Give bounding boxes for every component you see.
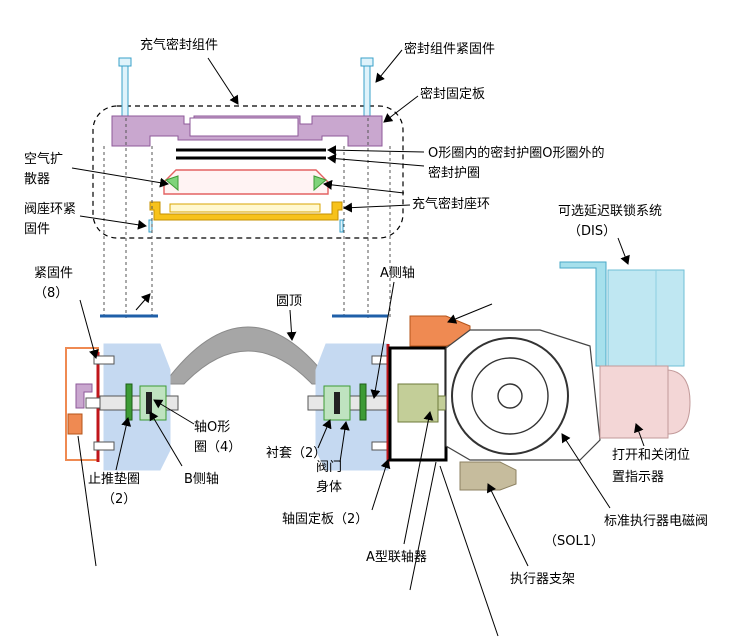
leader-o-ring-outer <box>327 153 425 167</box>
actuator-bottom-block <box>459 461 517 491</box>
air-diffuser-right <box>313 175 328 192</box>
left-bracket <box>75 383 93 409</box>
left-indicator-box <box>67 413 83 435</box>
leader-thrust-washer <box>115 417 132 471</box>
label-fastener-1: 紧固件 <box>34 266 73 281</box>
seal-assembly-fastener-right <box>360 57 374 119</box>
label-position-indicator-1: 打开和关闭位 <box>612 448 690 463</box>
left-bolt-bottom <box>93 441 115 451</box>
position-indicator-cap <box>667 369 691 435</box>
label-seal-retainer-plate: 密封固定板 <box>420 86 485 102</box>
label-b-side-shaft: B侧轴 <box>184 472 219 487</box>
seat-ring-inner <box>169 203 321 213</box>
dome <box>163 326 333 385</box>
label-a-side-shaft: A侧轴 <box>380 266 415 281</box>
label-position-indicator-2: 置指示器 <box>612 470 664 485</box>
leader-bottom-center <box>409 461 437 591</box>
coupling-side <box>437 395 447 411</box>
right-thrust-washer <box>359 383 367 421</box>
label-fastener-2: （8） <box>34 286 68 301</box>
a-side-shaft <box>307 395 399 411</box>
leader-shaft-oring <box>153 399 195 425</box>
label-inflatable-seat-ring: 充气密封座环 <box>412 196 490 212</box>
leader-actuator-top <box>447 303 493 324</box>
label-valve-body-2: 身体 <box>316 479 342 495</box>
label-a-coupling: A型联轴器 <box>366 550 427 565</box>
label-shaft-oring-2: 圈（4） <box>194 440 241 455</box>
right-shaft-oring <box>334 392 340 414</box>
leader-fastener-left <box>79 299 99 359</box>
dis-box <box>559 261 685 367</box>
seal-plate-white-window <box>189 117 299 137</box>
air-diffuser-left <box>164 175 179 192</box>
leader-air-diffuser-left <box>71 167 169 188</box>
leader-bottom-right <box>439 465 499 637</box>
leader-shaft-retainer <box>371 459 391 511</box>
label-thrust-washer-1: 止推垫圈 <box>88 471 140 487</box>
leader-seal-fastener <box>375 49 403 83</box>
b-shaft-bolt <box>85 397 101 409</box>
position-indicator-body <box>599 365 669 439</box>
label-seat-ring-fastener-1: 阀座环紧 <box>24 202 76 217</box>
leader-a-shaft <box>370 281 395 399</box>
right-bushing <box>323 385 351 421</box>
label-bushing: 衬套（2） <box>266 445 326 461</box>
seal-assembly-fastener-left <box>118 57 132 119</box>
label-seat-ring-fastener-2: 固件 <box>24 222 50 237</box>
label-shaft-oring-1: 轴O形 <box>194 420 230 435</box>
label-o-ring-guard-2: 密封护圈 <box>428 165 480 181</box>
leader-dome <box>286 309 297 341</box>
label-optional-dis-2: （DIS） <box>568 224 616 239</box>
leader-b-shaft <box>149 411 183 467</box>
leader-o-ring-inner <box>327 145 425 156</box>
left-thrust-washer <box>125 383 133 421</box>
leader-valve-body <box>339 421 350 463</box>
label-seal-assembly-fastener: 密封组件紧固件 <box>404 41 495 57</box>
leader-seat-fastener <box>79 215 147 230</box>
leader-air-diffuser-right <box>323 179 405 194</box>
a-coupling <box>397 383 439 423</box>
leader-dis <box>617 237 630 265</box>
label-actuator-bracket: 执行器支架 <box>510 572 575 587</box>
alignment-guides <box>103 118 391 318</box>
label-thrust-washer-2: （2） <box>102 492 136 507</box>
label-sol1: （SOL1） <box>544 534 604 549</box>
actuator-center <box>497 383 523 409</box>
inflatable-seat-ring <box>149 201 343 221</box>
label-solenoid: 标准执行器电磁阀 <box>604 514 708 529</box>
leader-solenoid <box>561 433 611 509</box>
seal-assembly-dashed-frame <box>92 105 404 239</box>
label-optional-dis-1: 可选延迟联锁系统 <box>558 203 662 219</box>
label-o-ring-guard-1: O形圈内的密封护圈O形圈外的 <box>428 145 604 161</box>
leader-fastener-8 <box>135 293 151 311</box>
label-valve-body-1: 阀门 <box>316 460 342 475</box>
left-bushing <box>139 385 167 421</box>
left-bolt-top <box>93 355 115 365</box>
leader-actuator-bracket <box>487 483 529 567</box>
inflatable-seal-ring <box>163 169 329 195</box>
leader-bottom-left <box>77 435 97 567</box>
label-air-diffuser-1: 空气扩 <box>24 151 63 167</box>
leader-bushing <box>317 419 332 449</box>
label-dome: 圆顶 <box>276 294 302 309</box>
leader-seat-ring <box>343 202 411 213</box>
label-inflatable-seal-assembly: 充气密封组件 <box>140 37 218 53</box>
label-air-diffuser-2: 散器 <box>24 172 50 187</box>
leader-retainer-plate <box>383 95 419 123</box>
leader-a-coupling <box>403 411 434 545</box>
leader-position-indicator <box>634 423 645 447</box>
seat-ring-fastener-right <box>339 219 344 233</box>
leader-seal-assembly <box>207 57 239 105</box>
left-shaft-oring <box>146 392 152 414</box>
label-shaft-retainer-plate: 轴固定板（2） <box>282 512 368 527</box>
